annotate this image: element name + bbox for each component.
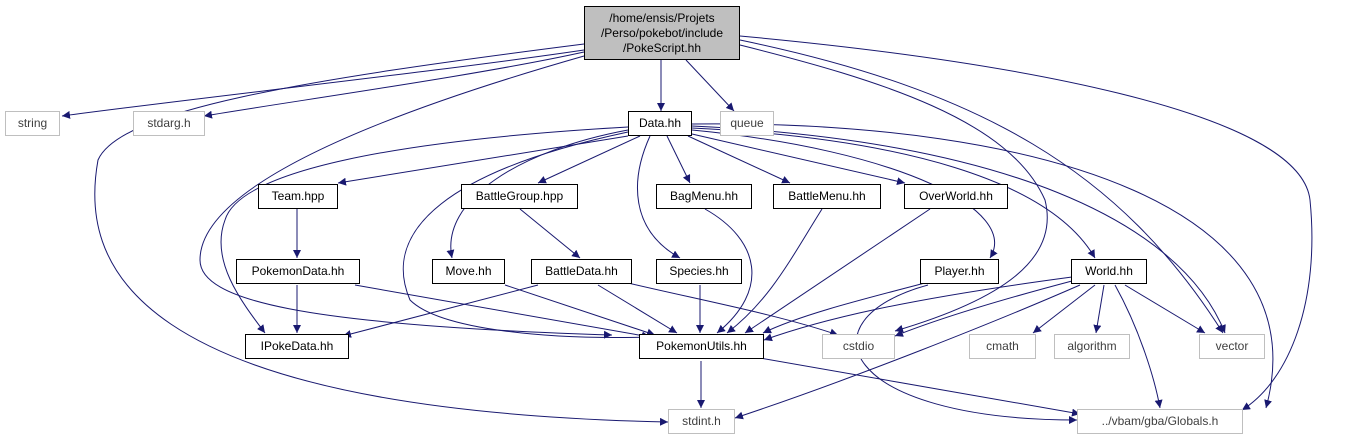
edge-player-globals: [855, 284, 1078, 424]
edge-world-vector: [1124, 284, 1206, 334]
node-pokescript-line1: /home/ensis/Projets: [609, 10, 715, 25]
edge-data-battlemenu: [687, 135, 791, 184]
node-pokescript-line3: /PokeScript.hh: [622, 40, 702, 55]
edge-pokescript-queue: [685, 59, 735, 112]
edge-move-pokemonutils: [504, 284, 656, 337]
node-stdint[interactable]: stdint.h: [668, 409, 735, 434]
edge-pokescript-ipokedata: [199, 55, 613, 339]
edge-data-species: [637, 135, 681, 259]
node-pokemondata[interactable]: PokemonData.hh: [236, 259, 360, 284]
edge-bagmenu-pokemonutils: [704, 208, 753, 334]
edge-data-pokemonutils: [402, 131, 651, 342]
node-pokemonutils[interactable]: PokemonUtils.hh: [639, 334, 764, 359]
edge-world-pokemonutils: [763, 276, 1073, 342]
node-cmath[interactable]: cmath: [969, 334, 1036, 359]
node-pokescript[interactable]: /home/ensis/Projets /Perso/pokebot/inclu…: [584, 6, 740, 60]
edge-world-globals: [1114, 284, 1163, 409]
edge-pokescript-cstdio: [739, 44, 1048, 333]
edge-pokescript-stdint: [94, 43, 669, 426]
edge-battledata-pokemonutils: [597, 284, 678, 334]
node-move[interactable]: Move.hh: [432, 259, 505, 284]
edge-overworld-pokemonutils: [744, 208, 931, 334]
edge-pokescript-vector: [739, 39, 1224, 334]
edge-pokescript-globals: [739, 35, 1313, 411]
node-species[interactable]: Species.hh: [656, 259, 742, 284]
edge-pokemondata-pokemonutils: [354, 284, 651, 340]
edge-battlemenu-pokemonutils: [726, 208, 823, 334]
edge-pokescript-string: [61, 49, 585, 119]
node-ipokedata[interactable]: IPokeData.hh: [245, 334, 349, 359]
node-bagmenu[interactable]: BagMenu.hh: [656, 184, 752, 209]
node-battlemenu[interactable]: BattleMenu.hh: [773, 184, 881, 209]
node-cstdio[interactable]: cstdio: [822, 334, 895, 359]
node-data[interactable]: Data.hh: [628, 111, 692, 136]
node-algorithm[interactable]: algorithm: [1054, 334, 1130, 359]
node-vector[interactable]: vector: [1199, 334, 1265, 359]
edge-battlegroup-battledata: [519, 208, 581, 259]
edge-data-player: [691, 129, 998, 259]
node-world[interactable]: World.hh: [1071, 259, 1147, 284]
edge-battledata-ipokedata: [342, 284, 539, 338]
edge-battledata-cstdio: [627, 282, 839, 337]
node-overworld[interactable]: OverWorld.hh: [904, 184, 1008, 209]
node-team[interactable]: Team.hpp: [258, 184, 338, 209]
edge-data-globals: [691, 123, 1274, 409]
edge-world-stdint: [734, 284, 1081, 420]
node-queue[interactable]: queue: [720, 111, 774, 136]
edge-data-team: [337, 135, 629, 186]
edge-data-overworld: [691, 133, 906, 186]
edge-data-battlegroup: [537, 135, 641, 184]
edge-pokemonutils-globals: [759, 357, 1081, 417]
edge-data-bagmenu: [666, 135, 691, 184]
edge-player-pokemonutils: [762, 282, 926, 334]
edge-data-ipokedata: [220, 126, 629, 334]
node-battledata[interactable]: BattleData.hh: [531, 259, 632, 284]
edge-data-move: [446, 129, 629, 259]
edge-pokescript-stdarg: [203, 51, 585, 119]
node-pokescript-line2: /Perso/pokebot/include: [600, 25, 724, 40]
edge-world-cmath: [1032, 284, 1096, 334]
node-globals[interactable]: ../vbam/gba/Globals.h: [1077, 409, 1243, 434]
node-stdarg[interactable]: stdarg.h: [133, 111, 205, 136]
edge-world-algorithm: [1093, 284, 1105, 334]
edge-world-cstdio: [894, 280, 1073, 337]
edge-data-vector: [691, 125, 1226, 334]
node-string[interactable]: string: [5, 111, 60, 136]
node-battlegroup[interactable]: BattleGroup.hpp: [461, 184, 578, 209]
node-player[interactable]: Player.hh: [920, 259, 999, 284]
